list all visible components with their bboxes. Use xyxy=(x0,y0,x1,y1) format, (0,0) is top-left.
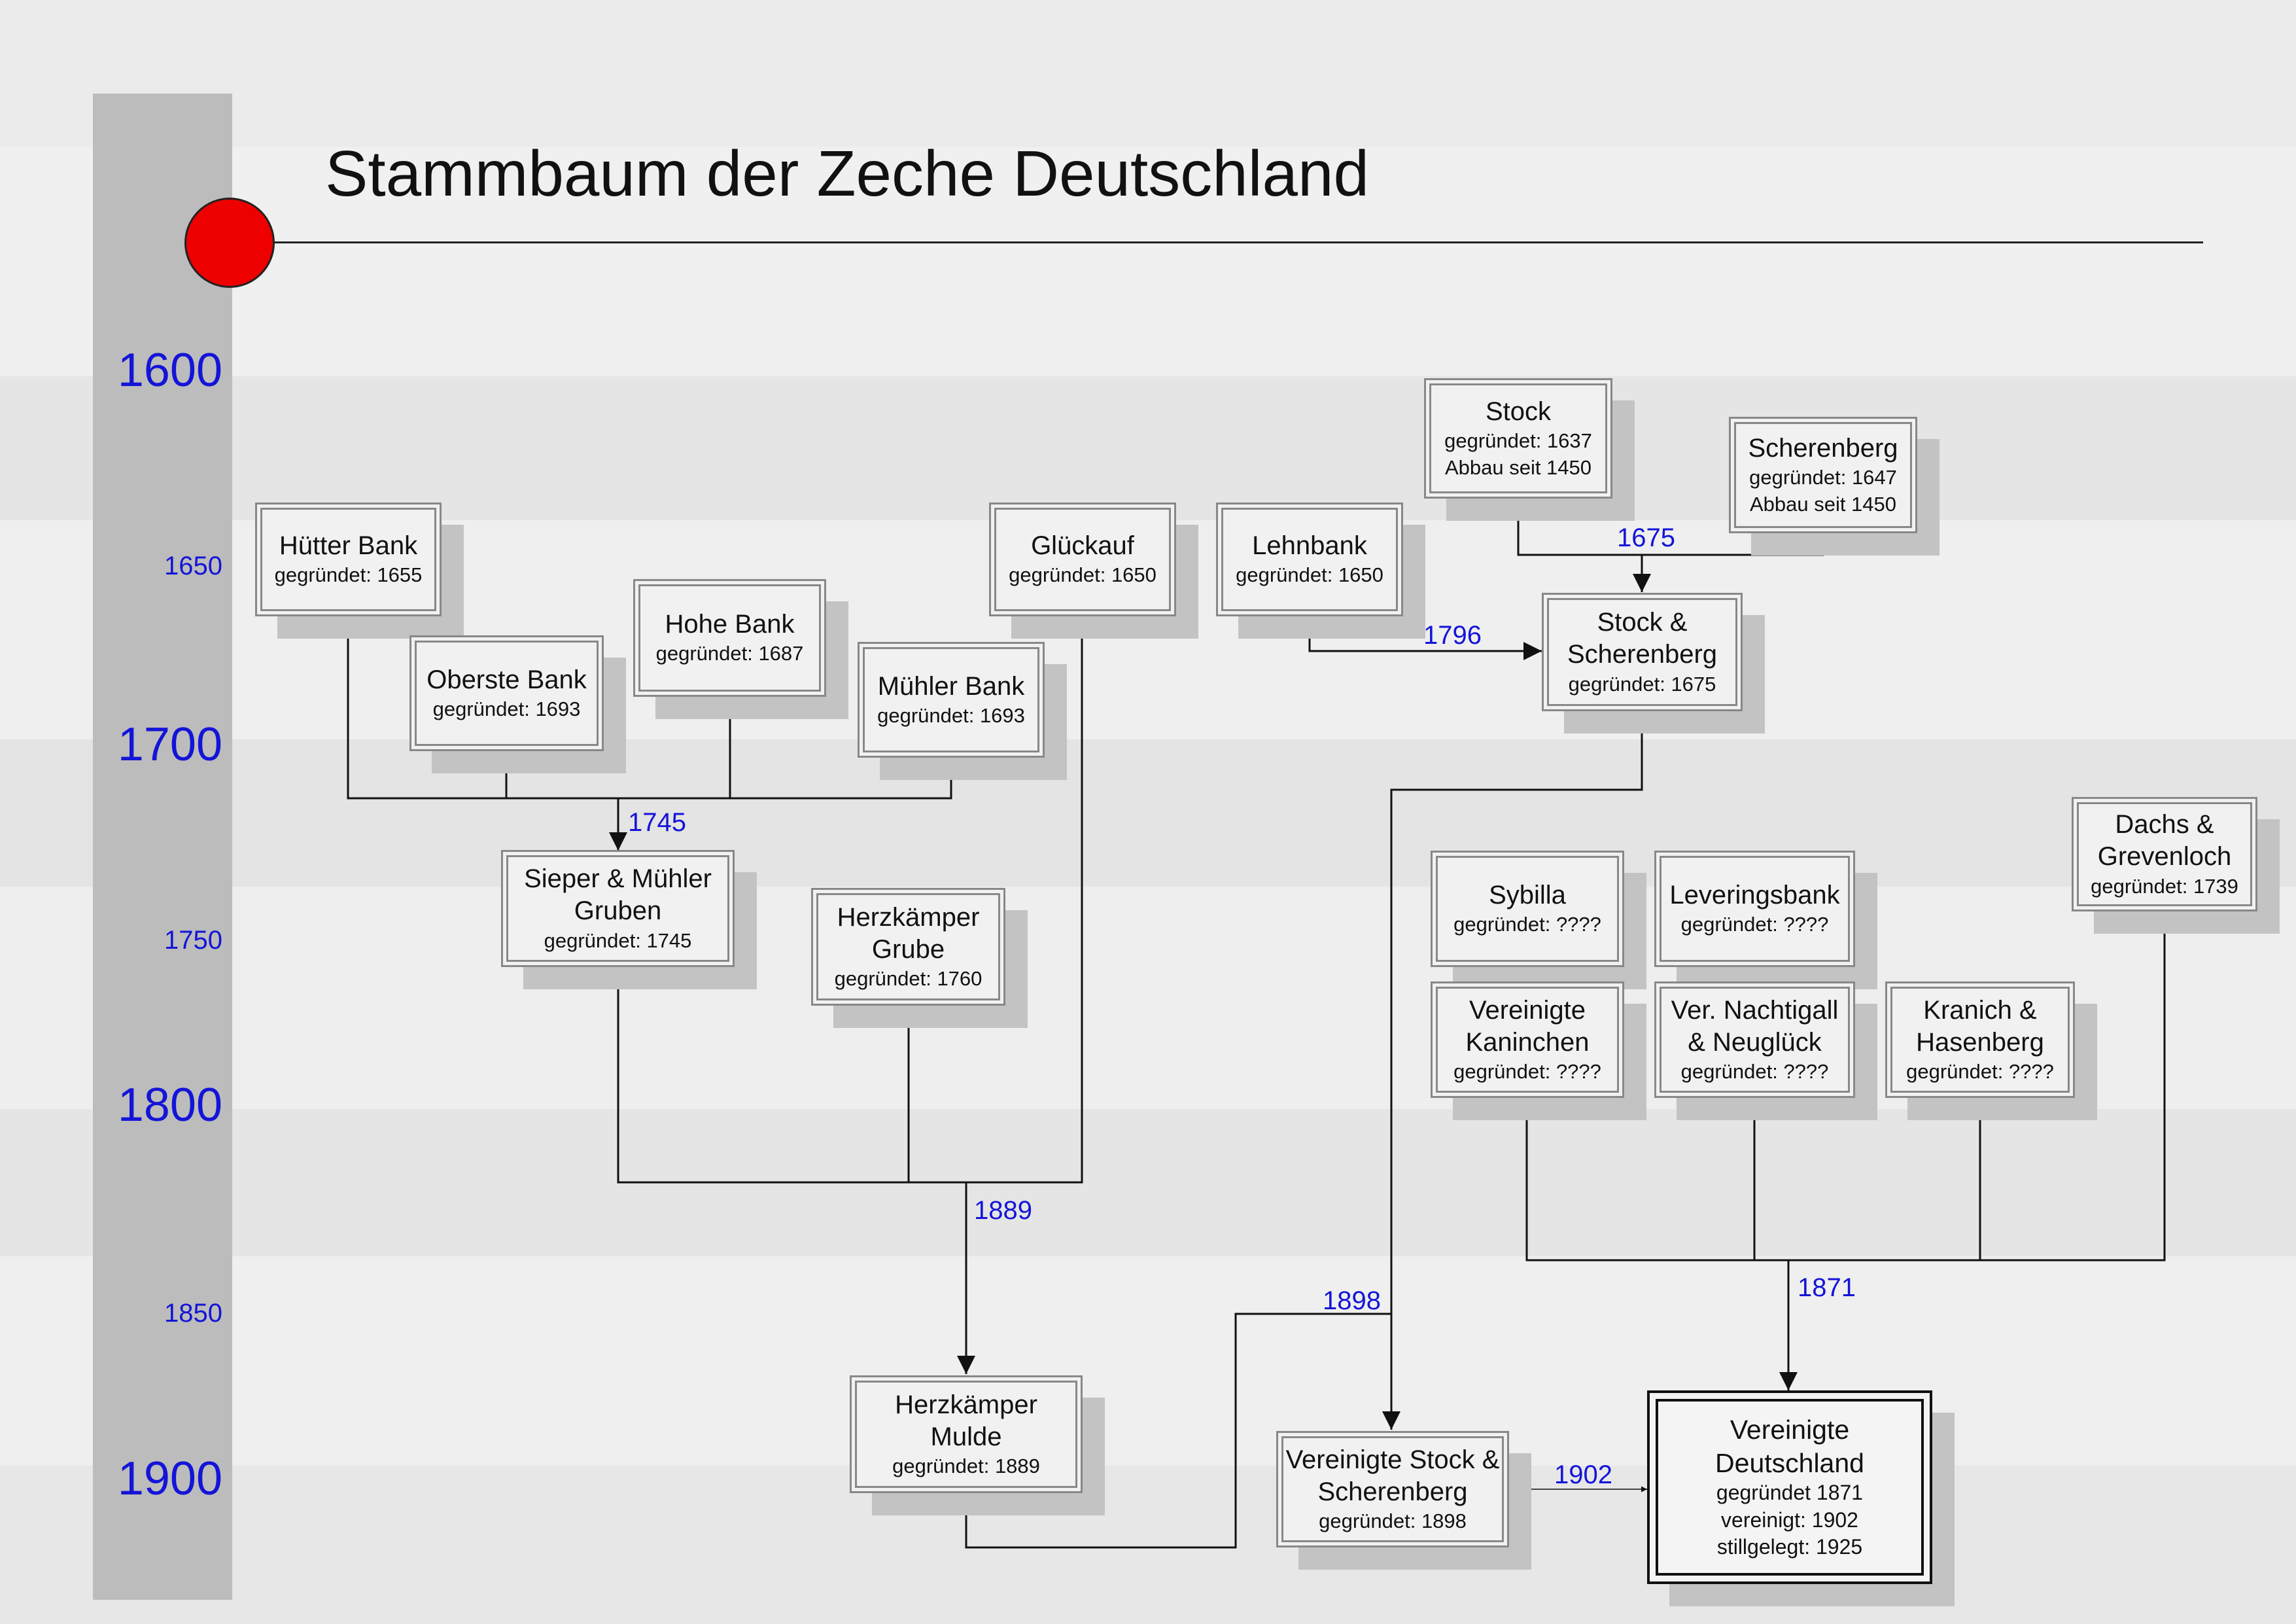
timeline-bar xyxy=(93,94,232,1600)
node-glueckauf[interactable]: Glückauf gegründet: 1650 xyxy=(989,503,1176,616)
page-title: Stammbaum der Zeche Deutschland xyxy=(325,137,1369,209)
title-rule xyxy=(275,241,2203,243)
node-dachs-grevenloch[interactable]: Dachs & Grevenloch gegründet: 1739 xyxy=(2072,797,2257,911)
node-name: Herzkämper Grube xyxy=(837,902,980,964)
node-name: Kranich & Hasenberg xyxy=(1916,995,2044,1057)
node-vereinigte-stock-scherenberg[interactable]: Vereinigte Stock & Scherenberg gegründet… xyxy=(1276,1431,1509,1547)
node-name: Lehnbank xyxy=(1252,531,1367,561)
node-closed: stillgelegt: 1925 xyxy=(1716,1535,1863,1559)
node-sybilla[interactable]: Sybilla gegründet: ???? xyxy=(1431,851,1624,967)
node-founded: gegründet: ???? xyxy=(1906,1060,2054,1084)
merge-year-label: 1745 xyxy=(628,808,686,837)
node-ver-nachtigall-neuglueck[interactable]: Ver. Nachtigall & Neuglück gegründet: ??… xyxy=(1654,981,1855,1098)
node-founded: gegründet: ???? xyxy=(1680,1060,1829,1084)
red-dot-marker xyxy=(184,198,275,288)
merge-year-label: 1796 xyxy=(1423,621,1482,650)
node-name: Vereinigte Kaninchen xyxy=(1465,995,1590,1057)
node-founded: gegründet: ???? xyxy=(1680,913,1829,936)
node-name: Hohe Bank xyxy=(665,610,795,639)
year-label-1800: 1800 xyxy=(117,1079,222,1131)
node-founded: gegründet: 1650 xyxy=(1236,563,1383,587)
background-band xyxy=(0,739,2296,887)
node-founded: gegründet: 1739 xyxy=(2091,874,2238,898)
node-name: Ver. Nachtigall & Neuglück xyxy=(1671,995,1839,1057)
node-founded: gegründet: 1693 xyxy=(432,697,581,720)
node-mining-since: Abbau seit 1450 xyxy=(1444,455,1592,479)
node-muehler-bank[interactable]: Mühler Bank gegründet: 1693 xyxy=(858,642,1045,758)
node-founded: gegründet: 1675 xyxy=(1568,672,1716,696)
year-label-1850: 1850 xyxy=(164,1299,222,1328)
node-founded: gegründet: 1898 xyxy=(1319,1509,1467,1533)
node-vereinigte-kaninchen[interactable]: Vereinigte Kaninchen gegründet: ???? xyxy=(1431,981,1624,1098)
node-name: Scherenberg xyxy=(1748,434,1898,463)
year-label-1900: 1900 xyxy=(117,1453,222,1505)
node-founded: gegründet: 1889 xyxy=(892,1455,1040,1478)
background-band xyxy=(0,0,2296,147)
year-label-1650: 1650 xyxy=(164,552,222,580)
node-sieper-muehler-gruben[interactable]: Sieper & Mühler Gruben gegründet: 1745 xyxy=(501,850,735,967)
node-stock[interactable]: Stock gegründet: 1637 Abbau seit 1450 xyxy=(1424,378,1612,499)
node-scherenberg[interactable]: Scherenberg gegründet: 1647 Abbau seit 1… xyxy=(1729,417,1917,533)
node-name: Sybilla xyxy=(1489,881,1566,910)
node-name: Sieper & Mühler Gruben xyxy=(524,864,712,926)
node-founded: gegründet: 1637 xyxy=(1444,429,1592,453)
node-name: Vereinigte Deutschland xyxy=(1715,1415,1864,1478)
node-name: Vereinigte Stock & Scherenberg xyxy=(1285,1445,1500,1506)
node-stock-scherenberg[interactable]: Stock & Scherenberg gegründet: 1675 xyxy=(1542,593,1743,711)
merge-year-label: 1902 xyxy=(1554,1460,1612,1489)
node-founded: gegründet: ???? xyxy=(1453,1060,1601,1084)
year-label-1700: 1700 xyxy=(117,718,222,771)
node-founded: gegründet: 1687 xyxy=(655,642,804,665)
node-herzkaemper-grube[interactable]: Herzkämper Grube gegründet: 1760 xyxy=(811,888,1005,1006)
node-founded: gegründet: ???? xyxy=(1453,913,1601,936)
node-name: Leveringsbank xyxy=(1669,881,1840,910)
node-founded: gegründet: 1650 xyxy=(1009,563,1157,587)
merge-year-label: 1898 xyxy=(1323,1286,1381,1315)
merge-year-label: 1889 xyxy=(974,1196,1032,1225)
node-mining-since: Abbau seit 1450 xyxy=(1749,492,1897,516)
node-name: Dachs & Grevenloch xyxy=(2097,810,2232,872)
node-hohe-bank[interactable]: Hohe Bank gegründet: 1687 xyxy=(633,579,826,697)
node-kranich-hasenberg[interactable]: Kranich & Hasenberg gegründet: ???? xyxy=(1885,981,2075,1098)
node-name: Hütter Bank xyxy=(279,531,418,561)
node-vereinigte-deutschland[interactable]: Vereinigte Deutschland gegründet 1871 ve… xyxy=(1647,1390,1932,1584)
node-name: Mühler Bank xyxy=(877,671,1025,701)
node-founded: gegründet: 1655 xyxy=(274,563,423,587)
node-herzkaemper-mulde[interactable]: Herzkämper Mulde gegründet: 1889 xyxy=(850,1375,1083,1493)
node-founded: gegründet 1871 xyxy=(1716,1481,1864,1505)
node-leveringsbank[interactable]: Leveringsbank gegründet: ???? xyxy=(1654,851,1855,967)
node-united: vereinigt: 1902 xyxy=(1721,1508,1858,1532)
merge-year-label: 1675 xyxy=(1617,523,1675,552)
node-name: Stock xyxy=(1485,397,1552,427)
node-oberste-bank[interactable]: Oberste Bank gegründet: 1693 xyxy=(409,635,604,751)
merge-year-label: 1871 xyxy=(1798,1273,1856,1302)
node-founded: gegründet: 1745 xyxy=(544,928,692,952)
background-band xyxy=(0,1109,2296,1256)
node-founded: gegründet: 1647 xyxy=(1749,466,1897,489)
background-band xyxy=(0,147,2296,376)
node-huetter-bank[interactable]: Hütter Bank gegründet: 1655 xyxy=(255,503,442,616)
node-name: Oberste Bank xyxy=(426,665,587,694)
node-founded: gegründet: 1693 xyxy=(877,703,1025,727)
year-label-1750: 1750 xyxy=(164,926,222,955)
node-name: Herzkämper Mulde xyxy=(895,1390,1037,1451)
node-lehnbank[interactable]: Lehnbank gegründet: 1650 xyxy=(1216,503,1403,616)
node-founded: gegründet: 1760 xyxy=(834,967,983,991)
node-name: Glückauf xyxy=(1031,531,1134,561)
year-label-1600: 1600 xyxy=(117,344,222,397)
node-name: Stock & Scherenberg xyxy=(1567,608,1718,669)
